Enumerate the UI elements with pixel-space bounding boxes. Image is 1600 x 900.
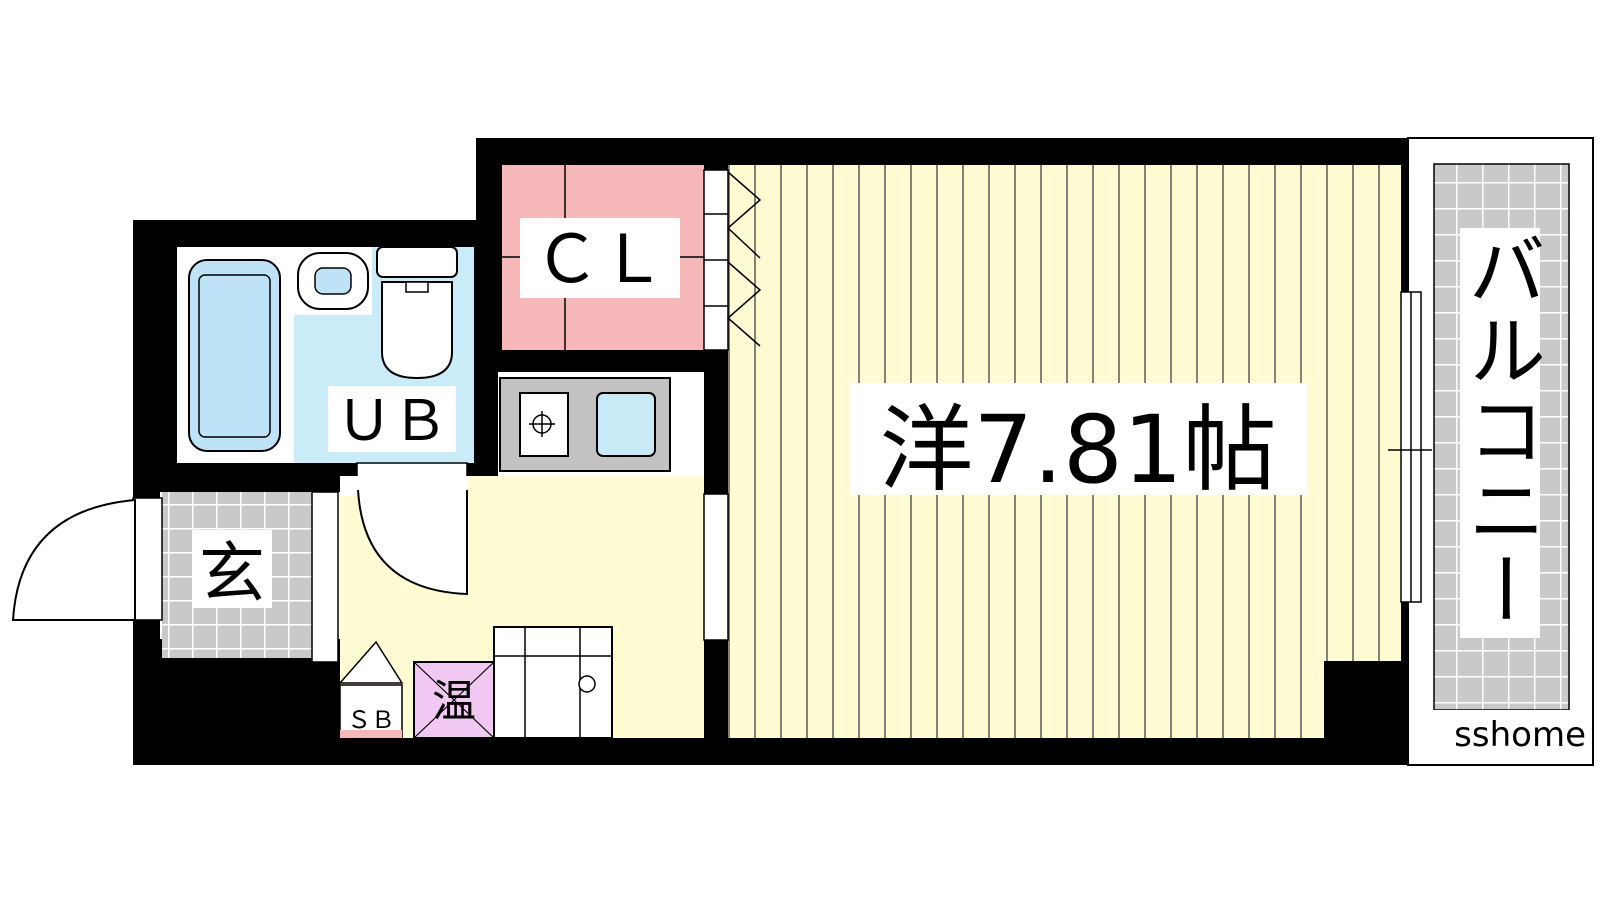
water-heater-label: 温 (432, 676, 476, 727)
watermark: sshome (1454, 715, 1586, 755)
water-heater (413, 661, 495, 739)
closet-label: ＣＬ (534, 221, 666, 298)
balcony (1407, 137, 1594, 766)
shoe-box (338, 640, 404, 739)
balcony-label: バルコニー (1455, 230, 1545, 630)
balcony-window (1388, 291, 1432, 603)
entrance (11, 491, 340, 663)
unit-bath (177, 246, 474, 488)
entrance-label: 玄 (199, 535, 265, 612)
western-room-label: 洋7.81帖 (879, 396, 1276, 505)
shoe-box-label: ＳＢ (347, 706, 395, 734)
unit-bath-label: ＵＢ (336, 389, 448, 454)
